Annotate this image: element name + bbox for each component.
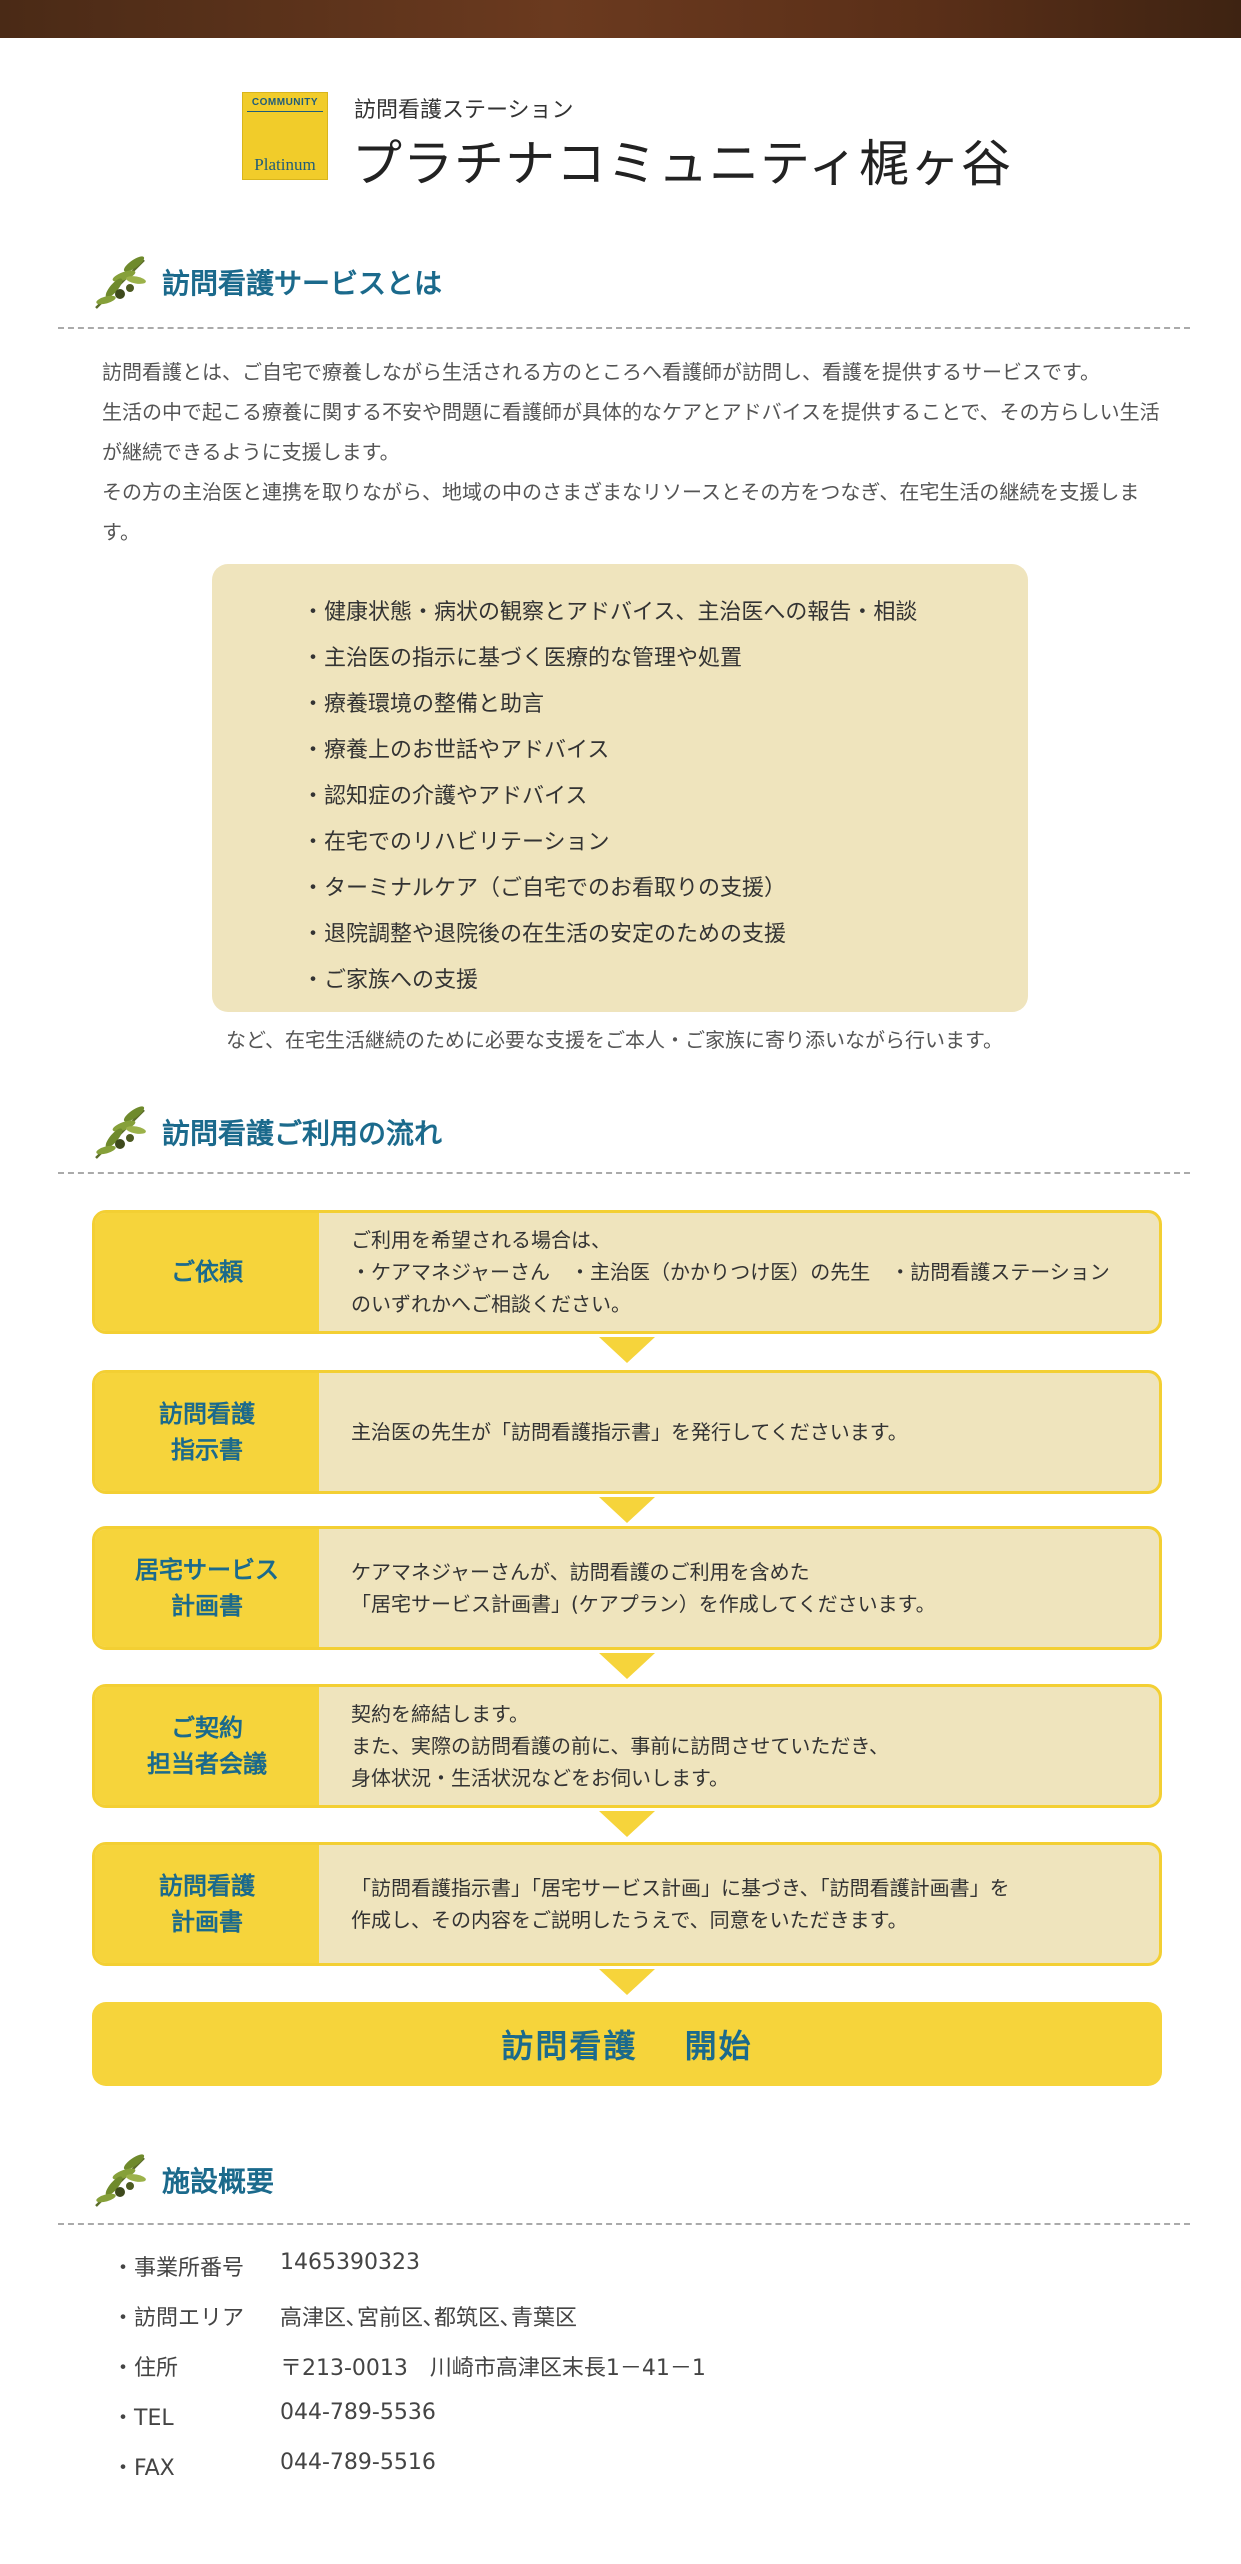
flow-start-banner: 訪問看護 開始: [92, 2002, 1162, 2086]
flow-step-label: 訪問看護 計画書: [95, 1845, 319, 1963]
flow-step-text-line: のいずれかへご相談ください。: [351, 1292, 631, 1316]
flow-arrow: [599, 1653, 655, 1679]
flow-step-label-line: ご依頼: [171, 1258, 243, 1286]
section-heading-service: 訪問看護サービスとは: [90, 250, 1190, 320]
flow-step-text-line: 契約を締結します。: [351, 1702, 529, 1726]
facility-row-fax: ・FAX 044-789-5516: [112, 2450, 1012, 2500]
service-list: ・健康状態・病状の観察とアドバイス、主治医への報告・相談 ・主治医の指示に基づく…: [212, 564, 1028, 1004]
flow-step-nursing-plan: 訪問看護 計画書 「訪問看護指示書」「居宅サービス計画」に基づき、「訪問看護計画…: [92, 1842, 1162, 1966]
flow-step-label-line: 計画書: [171, 1908, 243, 1936]
facility-value-tel[interactable]: 044-789-5536: [280, 2400, 436, 2425]
flow-step-text: ケアマネジャーさんが、訪問看護のご利用を含めた 「居宅サービス計画書」(ケアプラ…: [351, 1529, 1143, 1647]
flow-arrow: [599, 1337, 655, 1363]
service-item: ・療養上のお世話やアドバイス: [302, 738, 610, 763]
service-item: ・主治医の指示に基づく医療的な管理や処置: [302, 646, 743, 671]
flow-step-text-line: 作成し、その内容をご説明したうえで、同意をいただきます。: [351, 1908, 908, 1932]
flow-arrow: [599, 1497, 655, 1523]
facility-value: 044-789-5516: [280, 2450, 436, 2475]
section-divider: [58, 327, 1190, 329]
flow-step-text-line: ご利用を希望される場合は、: [351, 1228, 611, 1252]
facility-value: 1465390323: [280, 2250, 420, 2275]
flow-step-text-line: また、実際の訪問看護の前に、事前に訪問させていただき、: [351, 1734, 889, 1758]
facility-key: ・TEL: [112, 2406, 174, 2431]
facility-key: ・FAX: [112, 2456, 175, 2481]
facility-row-address: ・住所 〒213-0013 川崎市高津区末長1－41－1: [112, 2350, 1012, 2400]
service-item: ・在宅でのリハビリテーション: [302, 830, 610, 855]
facility-key: ・住所: [112, 2356, 179, 2381]
station-subtitle: 訪問看護ステーション: [354, 98, 574, 123]
flow-step-text: 契約を締結します。 また、実際の訪問看護の前に、事前に訪問させていただき、 身体…: [351, 1687, 1143, 1805]
flow-step-label-line: 居宅サービス: [135, 1556, 279, 1584]
flow-step-text: 「訪問看護指示書」「居宅サービス計画」に基づき、「訪問看護計画書」を 作成し、そ…: [351, 1845, 1143, 1963]
flow-step-text-line: ケアマネジャーさんが、訪問看護のご利用を含めた: [351, 1560, 810, 1584]
flow-step-text-line: 身体状況・生活状況などをお伺いします。: [351, 1766, 729, 1790]
flow-step-request: ご依頼 ご利用を希望される場合は、 ・ケアマネジャーさん ・主治医（かかりつけ医…: [92, 1210, 1162, 1334]
flow-arrow: [599, 1811, 655, 1837]
service-item: ・療養環境の整備と助言: [302, 692, 545, 717]
flow-step-instruction: 訪問看護 指示書 主治医の先生が「訪問看護指示書」を発行してくださいます。: [92, 1370, 1162, 1494]
flow-step-text: 主治医の先生が「訪問看護指示書」を発行してくださいます。: [351, 1373, 1143, 1491]
platinum-logo[interactable]: COMMUNITY Platinum: [242, 92, 328, 180]
section-divider: [58, 2223, 1190, 2225]
flow-step-label-line: 訪問看護: [159, 1400, 255, 1428]
logo-bottom-text: Platinum: [254, 155, 316, 174]
service-item: ・ターミナルケア（ご自宅でのお看取りの支援）: [302, 876, 787, 901]
section-heading-label: 施設概要: [162, 2165, 275, 2198]
facility-row-area: ・訪問エリア 高津区､宮前区､都筑区､青葉区: [112, 2300, 1012, 2350]
section-heading-label: 訪問看護サービスとは: [162, 267, 443, 300]
flow-step-text-line: 「居宅サービス計画書」(ケアプラン）を作成してくださいます。: [351, 1592, 936, 1616]
site-header: COMMUNITY Platinum 訪問看護ステーション プラチナコミュニティ…: [242, 92, 1042, 193]
flow-step-care-plan: 居宅サービス 計画書 ケアマネジャーさんが、訪問看護のご利用を含めた 「居宅サー…: [92, 1526, 1162, 1650]
service-item: ・退院調整や退院後の在生活の安定のための支援: [302, 922, 787, 947]
flow-step-label: 居宅サービス 計画書: [95, 1529, 319, 1647]
section-heading-flow: 訪問看護ご利用の流れ: [90, 1100, 1190, 1170]
section-heading-label: 訪問看護ご利用の流れ: [162, 1117, 443, 1150]
station-title: プラチナコミュニティ梶ヶ谷: [352, 135, 1012, 193]
flow-step-label-line: ご契約: [171, 1714, 243, 1742]
olive-branch-icon: [95, 2154, 146, 2207]
section-divider: [58, 1172, 1190, 1174]
facility-info: ・事業所番号 1465390323 ・訪問エリア 高津区､宮前区､都筑区､青葉区…: [112, 2250, 1012, 2500]
service-item: ・ご家族への支援: [302, 968, 479, 993]
flow-step-label-line: 訪問看護: [159, 1872, 255, 1900]
facility-key: ・訪問エリア: [112, 2306, 245, 2331]
section-heading-facility: 施設概要: [90, 2148, 1190, 2218]
facility-row-tel: ・TEL 044-789-5536: [112, 2400, 1012, 2450]
service-list-box: ・健康状態・病状の観察とアドバイス、主治医への報告・相談 ・主治医の指示に基づく…: [212, 564, 1028, 1012]
flow-step-text-line: 主治医の先生が「訪問看護指示書」を発行してくださいます。: [351, 1420, 908, 1444]
flow-step-label: 訪問看護 指示書: [95, 1373, 319, 1491]
facility-value: 高津区､宮前区､都筑区､青葉区: [280, 2306, 578, 2331]
facility-key: ・事業所番号: [112, 2256, 245, 2281]
flow-step-label-line: 指示書: [171, 1436, 243, 1464]
flow-step-contract: ご契約 担当者会議 契約を締結します。 また、実際の訪問看護の前に、事前に訪問さ…: [92, 1684, 1162, 1808]
logo-rule: [247, 111, 323, 112]
flow-step-label-line: 計画書: [171, 1592, 243, 1620]
flow-step-label-line: 担当者会議: [147, 1750, 267, 1778]
facility-value: 〒213-0013 川崎市高津区末長1－41－1: [280, 2356, 706, 2381]
logo-top-text: COMMUNITY: [251, 97, 319, 108]
olive-branch-icon: [95, 256, 146, 309]
service-note: など、在宅生活継続のために必要な支援をご本人・ご家族に寄り添いながら行います。: [226, 1028, 1003, 1052]
olive-branch-icon: [95, 1106, 146, 1159]
intro-paragraph: 訪問看護とは、ご自宅で療養しながら生活される方のところへ看護師が訪問し、看護を提…: [102, 360, 1100, 384]
facility-row-office-number: ・事業所番号 1465390323: [112, 2250, 1012, 2300]
service-item: ・健康状態・病状の観察とアドバイス、主治医への報告・相談: [302, 600, 918, 625]
flow-step-label: ご契約 担当者会議: [95, 1687, 319, 1805]
intro-text: 訪問看護とは、ご自宅で療養しながら生活される方のところへ看護師が訪問し、看護を提…: [102, 352, 1162, 552]
intro-paragraph: その方の主治医と連携を取りながら、地域の中のさまざまなリソースとその方をつなぎ、…: [102, 480, 1140, 544]
service-item: ・認知症の介護やアドバイス: [302, 784, 588, 809]
flow-step-label: ご依頼: [95, 1213, 319, 1331]
flow-step-text-line: ・ケアマネジャーさん ・主治医（かかりつけ医）の先生 ・訪問看護ステーション: [351, 1260, 1110, 1284]
top-decorative-bar: [0, 0, 1241, 38]
flow-step-text-line: 「訪問看護指示書」「居宅サービス計画」に基づき、「訪問看護計画書」を: [351, 1876, 1010, 1900]
intro-paragraph: 生活の中で起こる療養に関する不安や問題に看護師が具体的なケアとアドバイスを提供す…: [102, 400, 1160, 464]
flow-arrow: [599, 1969, 655, 1995]
flow-step-text: ご利用を希望される場合は、 ・ケアマネジャーさん ・主治医（かかりつけ医）の先生…: [351, 1213, 1143, 1331]
